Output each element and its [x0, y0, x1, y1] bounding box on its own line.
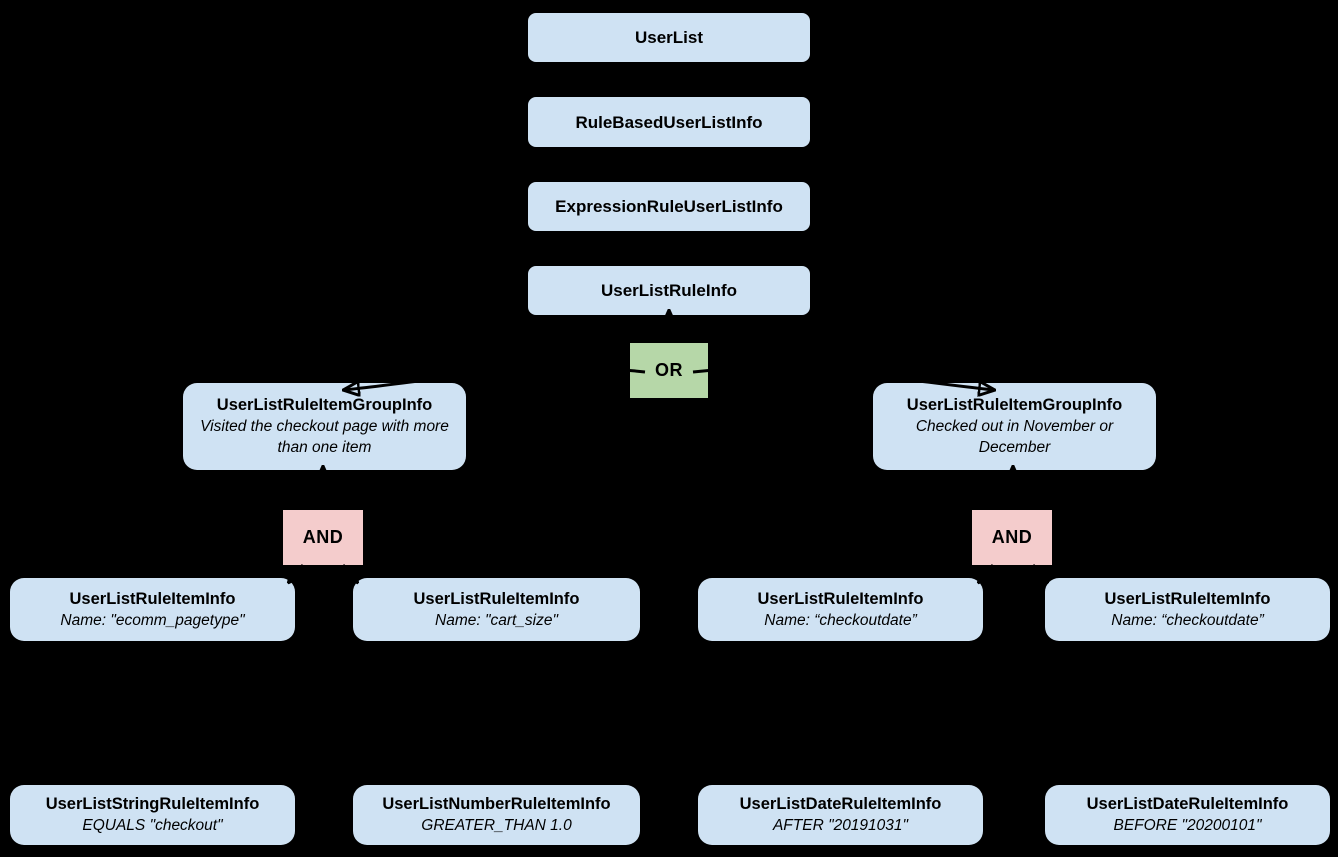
node-subtitle: Name: "cart_size"	[435, 611, 558, 629]
operator-and-left: AND	[283, 510, 363, 565]
connector-and-right-to-item4	[1033, 564, 1047, 582]
node-title: UserListRuleItemGroupInfo	[906, 396, 1123, 414]
node-user-list-rule-info: UserListRuleInfo	[528, 266, 810, 315]
node-group-checkout-page: UserListRuleItemGroupInfo Visited the ch…	[183, 383, 466, 470]
node-rule-item-cart-size: UserListRuleItemInfo Name: "cart_size"	[353, 578, 640, 641]
node-title: UserListStringRuleItemInfo	[45, 795, 260, 813]
node-title: UserListNumberRuleItemInfo	[382, 795, 611, 813]
connector-and-right-to-item3	[979, 564, 993, 582]
node-expression-rule-user-list-info: ExpressionRuleUserListInfo	[528, 182, 810, 231]
node-subtitle: Name: “checkoutdate”	[1111, 611, 1264, 629]
node-rule-item-checkoutdate-1: UserListRuleItemInfo Name: “checkoutdate…	[698, 578, 983, 641]
connector-and-left-to-item1	[289, 564, 303, 582]
node-title: ExpressionRuleUserListInfo	[555, 197, 783, 216]
node-subtitle: Name: "ecomm_pagetype"	[60, 611, 245, 629]
operator-label: OR	[655, 360, 683, 380]
node-subtitle: AFTER "20191031"	[772, 817, 909, 834]
operator-label: AND	[302, 527, 344, 547]
node-title: UserListRuleItemInfo	[413, 589, 580, 608]
node-subtitle: GREATER_THAN 1.0	[421, 817, 572, 834]
node-rule-item-ecomm-pagetype: UserListRuleItemInfo Name: "ecomm_pagety…	[10, 578, 295, 641]
node-title: UserListRuleItemInfo	[1104, 589, 1271, 608]
node-subtitle: BEFORE "20200101"	[1113, 817, 1262, 834]
node-title: UserListRuleInfo	[600, 281, 738, 300]
operator-or: OR	[630, 343, 708, 398]
node-subtitle: Name: “checkoutdate”	[764, 611, 917, 629]
node-title: UserListRuleItemGroupInfo	[216, 396, 433, 414]
node-title: UserListDateRuleItemInfo	[739, 795, 942, 813]
connector-and-left-to-item2	[343, 564, 357, 582]
node-subtitle: EQUALS "checkout"	[82, 817, 223, 834]
node-rule-item-checkoutdate-2: UserListRuleItemInfo Name: “checkoutdate…	[1045, 578, 1330, 641]
node-rule-based-user-list-info: RuleBasedUserListInfo	[528, 97, 810, 147]
node-subtitle: Checked out in November or December	[915, 418, 1114, 456]
node-group-checked-out-nov-dec: UserListRuleItemGroupInfo Checked out in…	[873, 383, 1156, 470]
operator-label: AND	[991, 527, 1033, 547]
operator-and-right: AND	[972, 510, 1052, 565]
node-date-rule-item-before: UserListDateRuleItemInfo BEFORE "2020010…	[1045, 785, 1330, 845]
node-title: RuleBasedUserListInfo	[575, 112, 763, 132]
node-title: UserListDateRuleItemInfo	[1086, 795, 1289, 813]
node-title: UserListRuleItemInfo	[69, 589, 236, 608]
node-string-rule-item: UserListStringRuleItemInfo EQUALS "check…	[10, 785, 295, 845]
node-title: UserList	[634, 28, 704, 47]
node-number-rule-item: UserListNumberRuleItemInfo GREATER_THAN …	[353, 785, 640, 845]
node-userlist: UserList	[528, 13, 810, 62]
node-subtitle: Visited the checkout page with more than…	[200, 418, 449, 456]
node-date-rule-item-after: UserListDateRuleItemInfo AFTER "20191031…	[698, 785, 983, 845]
node-title: UserListRuleItemInfo	[757, 589, 924, 608]
